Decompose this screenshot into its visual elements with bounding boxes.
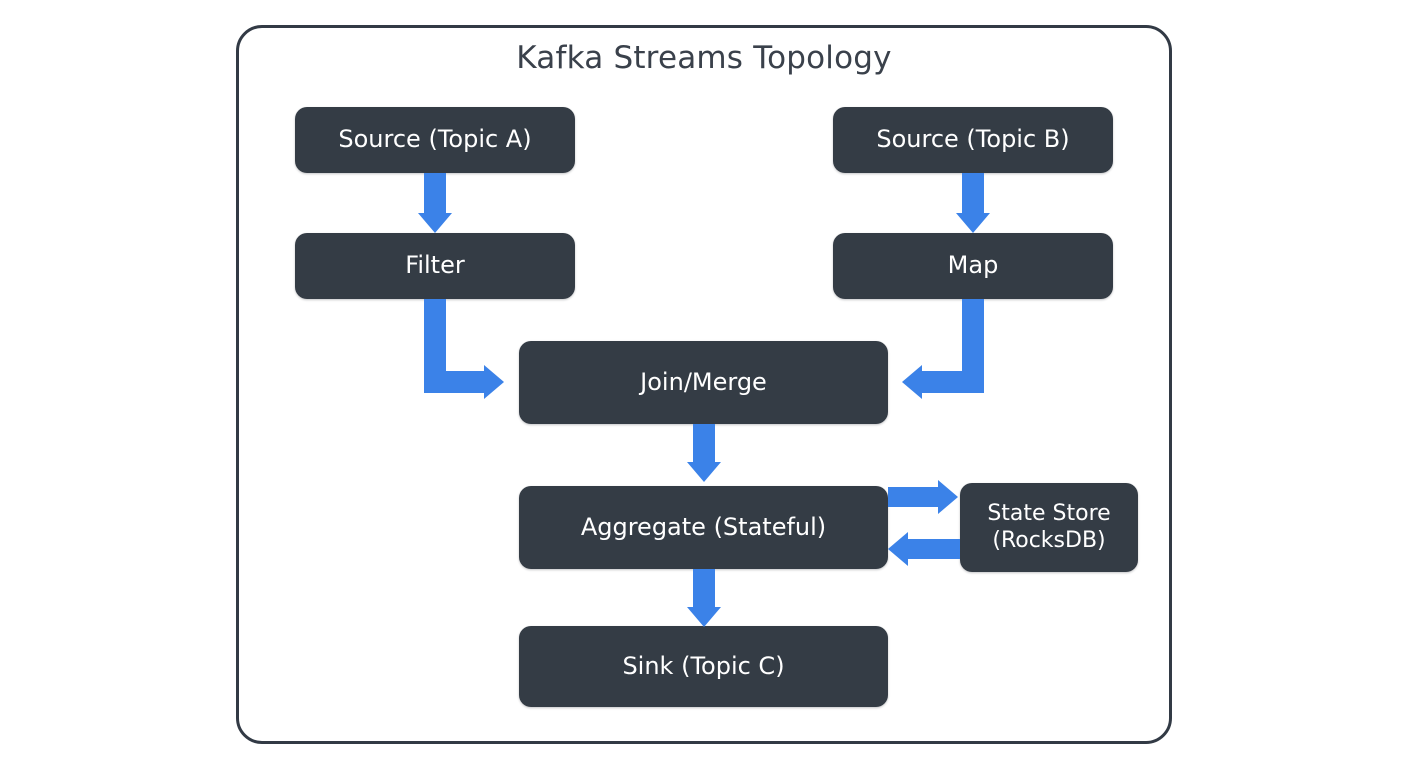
- node-label: Source (Topic A): [338, 125, 532, 154]
- arrow-head-left-icon: [888, 532, 908, 566]
- node-label-line-1: State Store: [987, 500, 1111, 526]
- node-label: Join/Merge: [640, 367, 767, 396]
- node-state-store[interactable]: State Store (RocksDB): [960, 483, 1138, 572]
- arrow-shaft-vertical: [962, 299, 984, 373]
- node-source-topic-a[interactable]: Source (Topic A): [295, 107, 575, 173]
- arrow-shaft: [424, 173, 446, 215]
- arrow-head-down-icon: [956, 213, 990, 233]
- arrow-head-down-icon: [687, 462, 721, 482]
- node-label: Source (Topic B): [876, 125, 1070, 154]
- arrow-shaft: [888, 487, 940, 507]
- arrow-head-down-icon: [418, 213, 452, 233]
- arrow-shaft: [908, 539, 960, 559]
- node-label: Filter: [405, 251, 465, 280]
- arrow-head-down-icon: [687, 607, 721, 627]
- node-map[interactable]: Map: [833, 233, 1113, 299]
- node-label-line-2: (RocksDB): [992, 527, 1106, 553]
- node-label: Sink (Topic C): [622, 651, 785, 680]
- arrow-shaft-vertical: [424, 299, 446, 373]
- arrow-shaft: [962, 173, 984, 215]
- arrow-head-right-icon: [484, 365, 504, 399]
- diagram-title: Kafka Streams Topology: [516, 40, 892, 76]
- arrow-shaft-horizontal: [922, 371, 984, 393]
- node-source-topic-b[interactable]: Source (Topic B): [833, 107, 1113, 173]
- node-label: Map: [947, 251, 999, 280]
- arrow-shaft: [693, 424, 715, 464]
- arrow-head-right-icon: [938, 480, 958, 514]
- node-label: Aggregate (Stateful): [580, 512, 827, 541]
- arrow-head-left-icon: [902, 365, 922, 399]
- node-filter[interactable]: Filter: [295, 233, 575, 299]
- node-sink-topic-c[interactable]: Sink (Topic C): [519, 626, 888, 707]
- node-aggregate-stateful[interactable]: Aggregate (Stateful): [519, 486, 888, 569]
- node-join-merge[interactable]: Join/Merge: [519, 341, 888, 424]
- arrow-shaft: [693, 569, 715, 609]
- arrow-shaft-horizontal: [424, 371, 486, 393]
